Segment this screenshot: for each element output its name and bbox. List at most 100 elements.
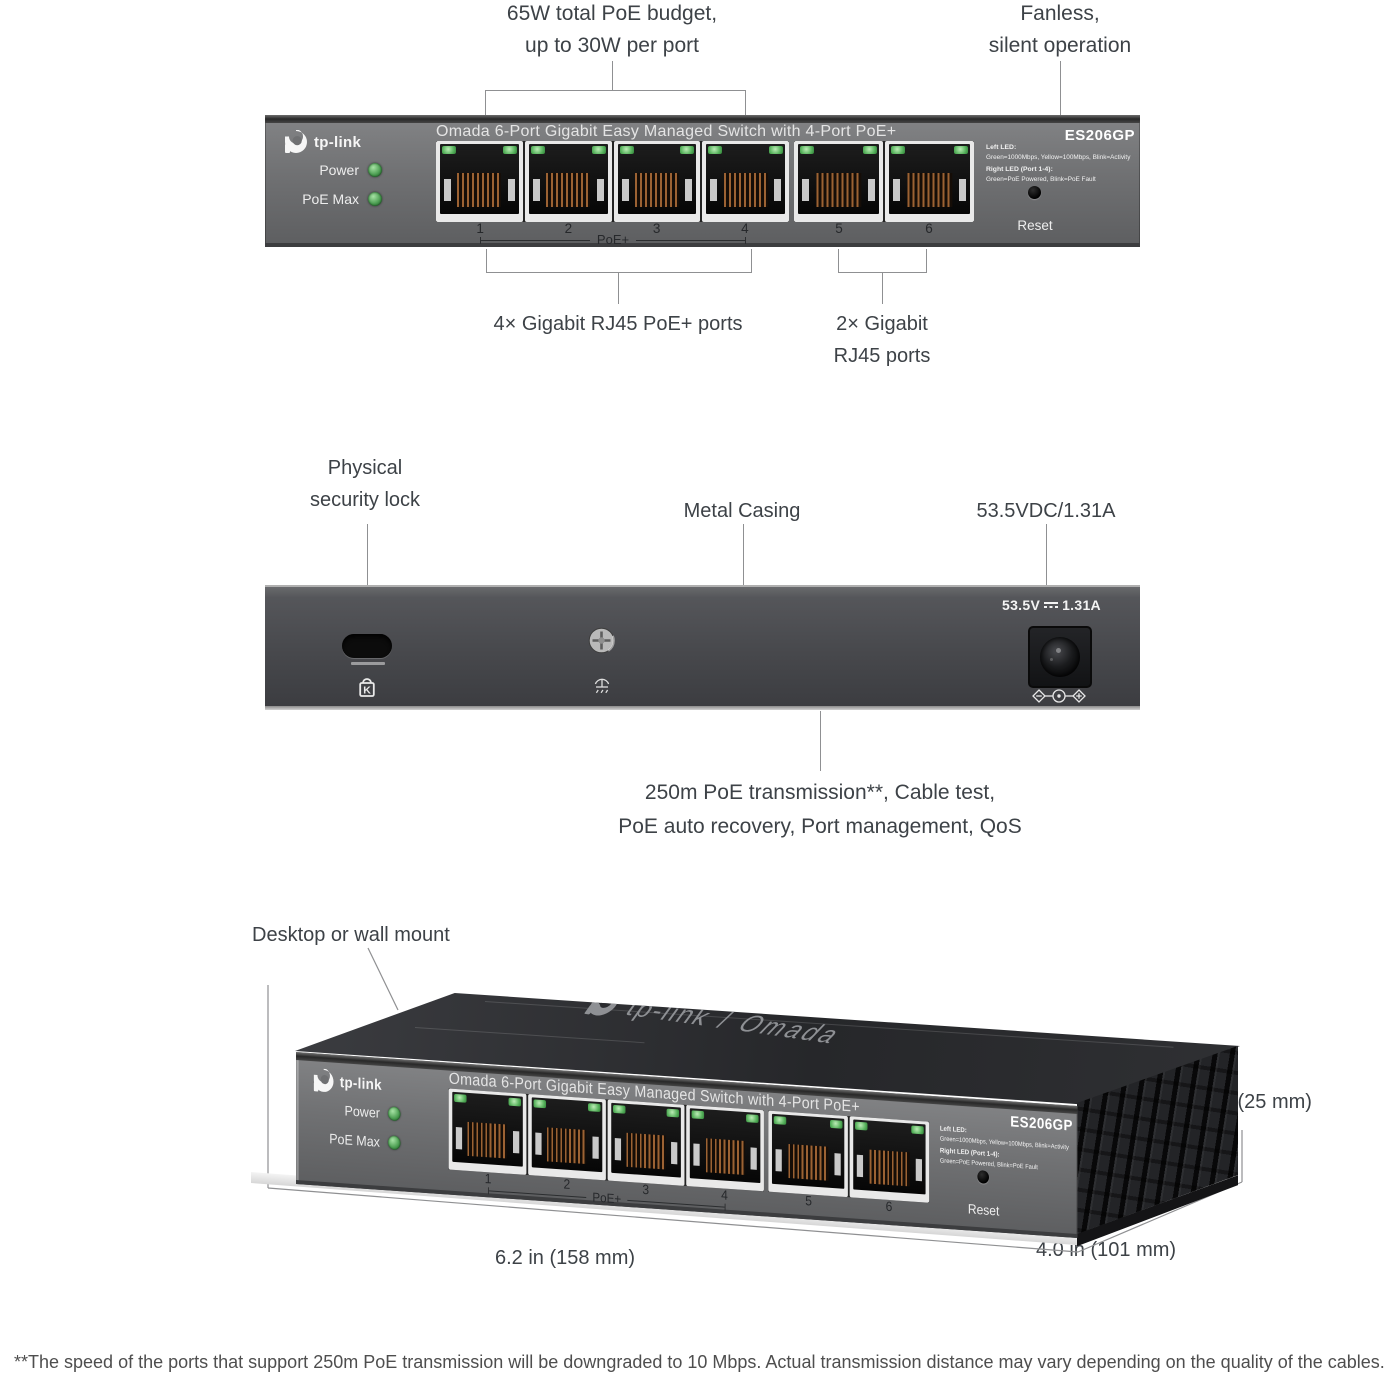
port-numbers-1-4: 1 2 3 4 bbox=[436, 221, 789, 236]
port-led-left-icon bbox=[691, 1110, 705, 1120]
callout-fanless-line2: silent operation bbox=[988, 34, 1132, 57]
svg-text:K: K bbox=[363, 684, 371, 696]
power-rating-text: 53.5V 1.31A bbox=[1002, 597, 1101, 613]
panel-bottom-edge bbox=[265, 243, 1140, 247]
callout-metal-casing: Metal Casing bbox=[683, 500, 801, 522]
rj45-port-3 bbox=[613, 141, 701, 222]
port-notch bbox=[512, 1130, 520, 1154]
port-led-right-icon bbox=[769, 146, 783, 154]
port-led-right-icon bbox=[746, 1114, 759, 1123]
legend-left-title: Left LED: bbox=[986, 144, 1017, 151]
connector-line bbox=[882, 273, 883, 304]
poemax-led-icon bbox=[387, 1135, 401, 1151]
bracket-line bbox=[627, 1199, 725, 1208]
port-notch bbox=[775, 1149, 782, 1172]
rj45-port-6 bbox=[849, 1116, 930, 1203]
port-notch bbox=[868, 179, 875, 201]
polarity-symbol-icon bbox=[1031, 688, 1087, 704]
callout-back-features-line1: 250m PoE transmission**, Cable test, bbox=[644, 781, 996, 804]
panel-title: Omada 6-Port Gigabit Easy Managed Switch… bbox=[436, 123, 897, 140]
port-notch bbox=[444, 179, 451, 201]
switch-front-view: tp-link Power PoE Max Omada 6-Port Gigab… bbox=[265, 115, 1140, 247]
port-led-right-icon bbox=[954, 146, 968, 154]
bracket-line bbox=[636, 240, 746, 241]
reset-label: Reset bbox=[967, 1201, 1000, 1219]
led-legend: Left LED: Green=1000Mbps, Yellow=100Mbps… bbox=[986, 142, 1138, 186]
connector-line bbox=[926, 249, 927, 273]
legend-right-title: Right LED (Port 1-4): bbox=[986, 165, 1053, 173]
power-led-icon bbox=[368, 163, 382, 177]
callout-security-lock: Physical security lock bbox=[265, 452, 465, 516]
connector-line bbox=[618, 273, 619, 304]
poe-port-group bbox=[436, 141, 789, 222]
callout-rj45-ports: 2× Gigabit RJ45 ports bbox=[782, 308, 982, 372]
connector-line bbox=[1060, 61, 1061, 117]
uplink-port-group bbox=[794, 141, 974, 222]
port-notch bbox=[455, 1127, 463, 1150]
led-legend: Left LED: Green=1000Mbps, Yellow=100Mbps… bbox=[940, 1123, 1076, 1176]
callout-poe-budget: 65W total PoE budget, up to 30W per port bbox=[412, 0, 812, 62]
lock-slot-caption bbox=[351, 662, 385, 665]
power-led-row: Power bbox=[321, 1101, 401, 1122]
brand-text: tp-link bbox=[314, 133, 362, 151]
reset-button[interactable] bbox=[977, 1170, 989, 1184]
connector-line bbox=[612, 61, 613, 90]
rj45-port-5 bbox=[768, 1110, 848, 1198]
port-notch bbox=[802, 179, 809, 201]
port-notch bbox=[915, 1158, 922, 1182]
port-pins bbox=[457, 173, 502, 207]
rj45-port-4 bbox=[702, 141, 789, 222]
dim-width-label: 6.2 in (158 mm) bbox=[494, 1247, 636, 1269]
port-notch bbox=[893, 179, 900, 201]
callout-power-spec: 53.5VDC/1.31A bbox=[976, 500, 1116, 522]
port-led-right-icon bbox=[508, 1097, 521, 1107]
callout-rj45-line1: 2× Gigabit bbox=[836, 313, 928, 335]
poemax-led-label: PoE Max bbox=[329, 1130, 380, 1150]
switch-3d-front-view: tp-link Power PoE Max Omada 6-Port Gigab… bbox=[296, 1052, 1078, 1238]
port-led-right-icon bbox=[591, 146, 606, 154]
power-led-label: Power bbox=[319, 162, 359, 178]
grounding-screw bbox=[588, 627, 615, 654]
callout-mount: Desktop or wall mount bbox=[252, 924, 450, 946]
port-notch bbox=[532, 179, 540, 201]
reset-button[interactable] bbox=[1028, 186, 1041, 199]
front-panel: tp-link Power PoE Max Omada 6-Port Gigab… bbox=[265, 115, 1140, 247]
port-led-right-icon bbox=[666, 1108, 680, 1118]
port-led-left-icon bbox=[454, 1093, 467, 1103]
kensington-lock-slot bbox=[342, 634, 392, 658]
tp-link-logo-icon bbox=[285, 130, 307, 153]
dc-power-jack[interactable] bbox=[1028, 626, 1092, 688]
dc-symbol-icon bbox=[1044, 601, 1059, 609]
bracket-tick bbox=[480, 237, 481, 244]
poe-group-bracket: PoE+ bbox=[480, 232, 747, 247]
port-number: 2 bbox=[564, 221, 573, 236]
connector-line bbox=[485, 90, 486, 117]
port-notch bbox=[959, 179, 966, 201]
connector-line bbox=[743, 524, 744, 585]
tp-link-logo: tp-link bbox=[284, 130, 361, 154]
power-led-icon bbox=[387, 1106, 401, 1122]
port-led-right-icon bbox=[830, 1119, 843, 1129]
power-led-label: Power bbox=[344, 1102, 380, 1121]
rj45-port-6 bbox=[885, 141, 974, 222]
legend-left-value: Green=1000Mbps, Yellow=100Mbps, Blink=Ac… bbox=[986, 154, 1131, 162]
model-number: ES206GP bbox=[1064, 127, 1135, 144]
port-pins bbox=[546, 173, 591, 207]
rj45-port-4 bbox=[686, 1104, 764, 1192]
port-led-left-icon bbox=[619, 146, 634, 154]
connector-line bbox=[1046, 524, 1047, 585]
port-led-left-icon bbox=[708, 146, 723, 154]
callout-fanless: Fanless, silent operation bbox=[910, 0, 1210, 62]
connector-line bbox=[820, 711, 821, 771]
port-led-left-icon bbox=[855, 1121, 868, 1131]
switch-back-view: K 53.5V 1.31A bbox=[265, 585, 1140, 710]
callout-back-features: 250m PoE transmission**, Cable test, PoE… bbox=[470, 776, 1170, 844]
callout-fanless-line1: Fanless, bbox=[1020, 2, 1100, 25]
poe-group-label: PoE+ bbox=[596, 232, 630, 247]
port-led-right-icon bbox=[680, 146, 695, 154]
port-notch bbox=[596, 179, 604, 201]
power-led-row: Power bbox=[293, 162, 382, 178]
port-notch bbox=[856, 1154, 864, 1178]
port-notch bbox=[693, 1143, 700, 1166]
